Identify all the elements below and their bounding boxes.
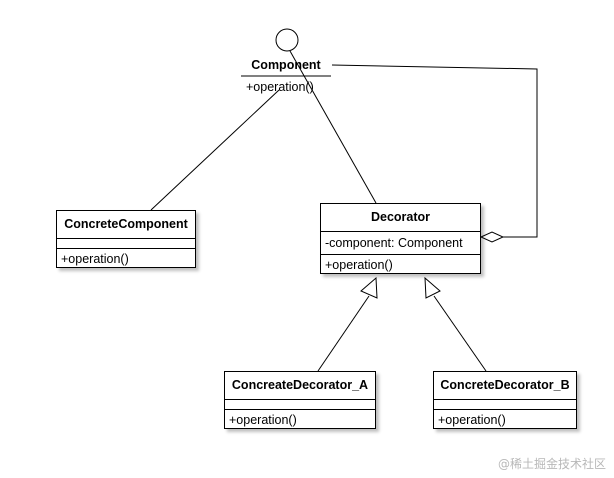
interface-lollipop-icon [275,28,299,52]
watermark-text: @稀土掘金技术社区 [497,457,606,471]
class-concrete-decorator-b-name: ConcreteDecorator_B [434,372,576,400]
class-concreate-decorator-a-attributes [225,400,375,410]
aggregation-diamond-icon [479,231,505,243]
generalization-line-a [317,295,370,372]
generalization-line-b [433,295,487,372]
class-concreate-decorator-a[interactable]: ConcreateDecorator_A +operation() [224,371,376,429]
class-concrete-decorator-b[interactable]: ConcreteDecorator_B +operation() [433,371,577,429]
realization-line-decorator [289,50,377,204]
class-concrete-decorator-b-attributes [434,400,576,410]
class-concrete-component-attributes [57,239,195,249]
generalization-arrow-a-icon [360,276,378,299]
class-concrete-decorator-b-operations: +operation() [438,413,506,427]
class-decorator[interactable]: Decorator -component: Component +operati… [320,203,481,274]
class-concrete-component-name: ConcreteComponent [57,211,195,239]
class-concreate-decorator-a-operations: +operation() [229,413,297,427]
generalization-arrow-b-icon [424,276,441,299]
realization-line-concrete-component [150,89,280,211]
class-concrete-component[interactable]: ConcreteComponent +operation() [56,210,196,268]
class-concrete-component-operations: +operation() [61,252,129,266]
class-decorator-name: Decorator [321,204,480,232]
class-concreate-decorator-a-name: ConcreateDecorator_A [225,372,375,400]
interface-component-name: Component [251,58,321,72]
interface-component-operation: +operation() [246,80,314,94]
aggregation-line [331,64,538,238]
class-decorator-attributes: -component: Component [321,232,480,255]
class-decorator-operations: +operation() [325,258,393,272]
